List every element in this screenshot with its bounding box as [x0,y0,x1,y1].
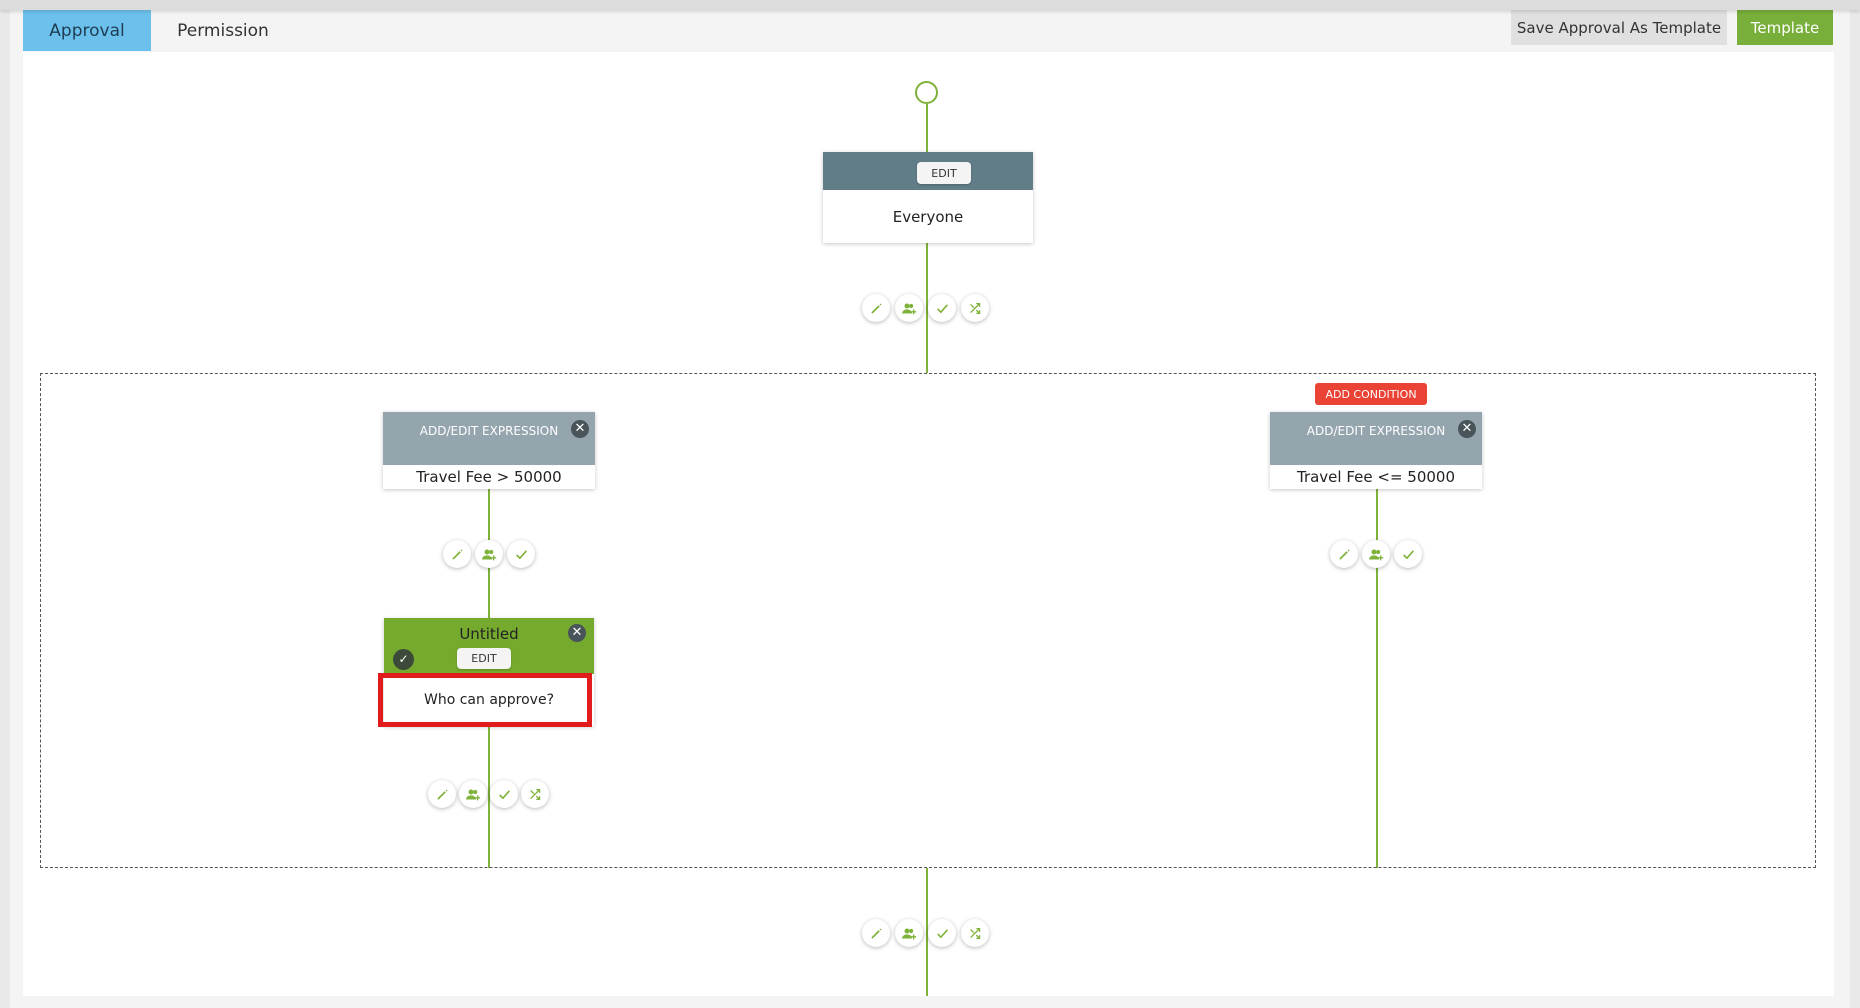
start-node[interactable]: START EDIT Everyone [823,152,1033,243]
connector-left-2 [488,726,490,868]
template-button[interactable]: Template [1737,10,1833,45]
action-row-bottom [862,919,989,947]
start-node-header: START EDIT [823,152,1033,190]
action-row-approval [428,780,549,808]
start-node-body: Everyone [892,207,964,226]
add-user-icon[interactable] [895,294,923,322]
pencil-icon[interactable] [443,540,471,568]
connector-start-bottom [926,243,928,373]
action-row-right [1330,540,1422,568]
add-condition-button[interactable]: ADD CONDITION [1315,383,1427,405]
shuffle-icon[interactable] [961,294,989,322]
pencil-icon[interactable] [1330,540,1358,568]
add-user-icon[interactable] [459,780,487,808]
approval-step-header: Untitled ✕ ✓ EDIT [384,618,594,674]
shuffle-icon[interactable] [961,919,989,947]
top-bar-shadow [0,0,1860,10]
add-user-icon[interactable] [895,919,923,947]
condition-expression: Travel Fee > 50000 [416,468,562,486]
check-icon[interactable] [490,780,518,808]
pencil-icon[interactable] [862,919,890,947]
condition-node-left[interactable]: ADD/EDIT EXPRESSION ✕ Travel Fee > 50000 [383,412,595,489]
start-edit-button[interactable]: EDIT [917,162,971,184]
condition-branch-container [40,373,1816,868]
action-row-left [443,540,535,568]
condition-header[interactable]: ADD/EDIT EXPRESSION [1270,412,1482,465]
pencil-icon[interactable] [428,780,456,808]
connector-start-top [926,104,928,152]
check-icon[interactable] [507,540,535,568]
tab-permission[interactable]: Permission [177,20,269,41]
connector-right [1376,489,1378,868]
save-approval-as-template-button[interactable]: Save Approval As Template [1511,10,1727,45]
add-user-icon[interactable] [1362,540,1390,568]
check-icon[interactable] [928,294,956,322]
check-icon[interactable] [928,919,956,947]
approval-edit-button[interactable]: EDIT [457,648,511,669]
action-row-top [862,294,989,322]
shuffle-icon[interactable] [521,780,549,808]
condition-expression: Travel Fee <= 50000 [1296,468,1455,486]
start-point-circle [915,81,938,104]
connector-bottom [926,868,928,996]
pencil-icon[interactable] [862,294,890,322]
condition-header[interactable]: ADD/EDIT EXPRESSION [383,412,595,465]
add-user-icon[interactable] [475,540,503,568]
approval-step-node[interactable]: Untitled ✕ ✓ EDIT Who can approve? [384,618,594,726]
close-icon[interactable]: ✕ [1458,420,1476,438]
close-icon[interactable]: ✕ [571,420,589,438]
approval-step-title: Untitled [459,625,519,643]
tab-approval[interactable]: Approval [23,10,151,51]
check-icon[interactable] [1394,540,1422,568]
condition-node-right[interactable]: ADD/EDIT EXPRESSION ✕ Travel Fee <= 5000… [1270,412,1482,489]
who-can-approve-field[interactable]: Who can approve? [423,692,555,708]
close-icon[interactable]: ✕ [568,624,586,642]
approved-check-icon: ✓ [393,649,414,670]
